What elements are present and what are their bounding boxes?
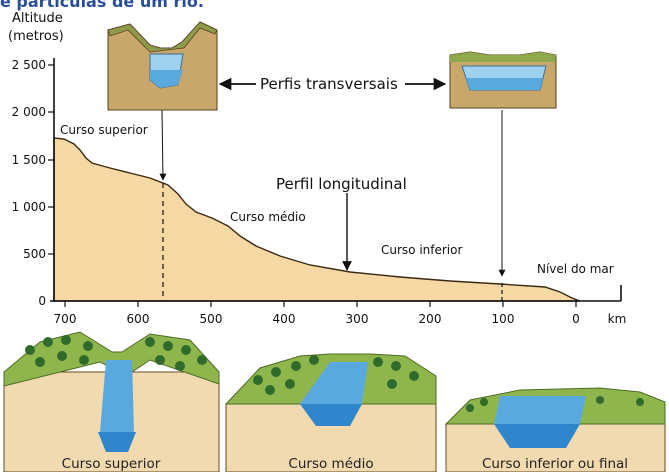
x-axis-ticks: 700 600 500 400 300 200 100 0 km <box>54 301 627 326</box>
block-upper-course <box>4 332 219 472</box>
x-tick-label: 500 <box>200 312 223 326</box>
x-tick-label: 600 <box>127 312 150 326</box>
y-tick-label: 2 500 <box>12 58 46 72</box>
y-tick-label: 1 500 <box>12 153 46 167</box>
cross-section-lower <box>450 52 556 108</box>
label-curso-medio: Curso médio <box>230 210 306 224</box>
y-tick-label: 1 000 <box>12 200 46 214</box>
caption-curso-superior: Curso superior <box>62 456 161 472</box>
y-axis-title-line1: Altitude <box>12 11 63 26</box>
label-perfis-transversais: Perfis transversais <box>260 75 398 93</box>
y-axis-title-line2: (metros) <box>8 29 64 44</box>
x-tick-label: 200 <box>419 312 442 326</box>
label-curso-superior: Curso superior <box>60 123 148 137</box>
label-perfil-longitudinal: Perfil longitudinal <box>276 175 407 193</box>
x-axis-unit: km <box>608 312 627 326</box>
caption-curso-medio: Curso médio <box>288 456 373 472</box>
caption-curso-inferior: Curso inferior ou final <box>482 456 628 472</box>
y-tick-label: 500 <box>23 247 46 261</box>
y-tick-label: 2 000 <box>12 105 46 119</box>
x-tick-label: 100 <box>492 312 515 326</box>
label-curso-inferior: Curso inferior <box>381 243 462 257</box>
x-tick-label: 0 <box>572 312 580 326</box>
longitudinal-profile-area <box>54 138 580 301</box>
cross-section-upper <box>108 22 217 110</box>
x-tick-label: 400 <box>273 312 296 326</box>
x-tick-label: 300 <box>346 312 369 326</box>
y-tick-label: 0 <box>38 294 46 308</box>
cut-header-text: e partículas de um rio. <box>0 0 204 11</box>
y-axis-ticks: 2 500 2 000 1 500 1 000 500 0 <box>12 58 54 308</box>
x-tick-label: 700 <box>54 312 77 326</box>
block-middle-course <box>226 354 436 472</box>
pointer-upper-section <box>162 110 163 180</box>
label-nivel-do-mar: Nível do mar <box>537 262 614 276</box>
